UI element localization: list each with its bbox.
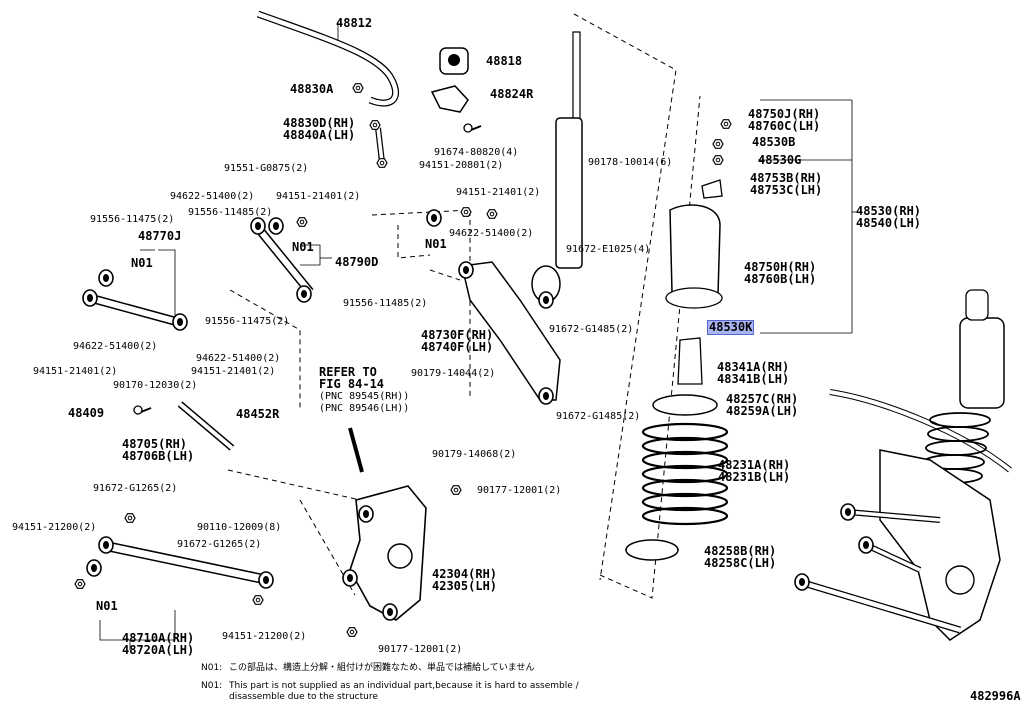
part-label-48705[interactable]: 48705(RH) — [122, 437, 188, 451]
part-label-91672e[interactable]: 91672-G1265(2) — [177, 539, 262, 550]
part-label-48812[interactable]: 48812 — [336, 16, 373, 30]
note-en-text-line1: This part is not supplied as an individu… — [229, 681, 579, 691]
part-label-48830d[interactable]: 48830D(RH) — [283, 116, 356, 130]
part-label-90178[interactable]: 90178-10014(6) — [588, 157, 673, 168]
part-label-pnc1[interactable]: (PNC 89545(RH)) — [319, 391, 410, 402]
part-label-91556b[interactable]: 91556-11485(2) — [188, 207, 273, 218]
part-label-48840a[interactable]: 48840A(LH) — [283, 128, 356, 142]
part-label-48257c[interactable]: 48257C(RH) — [726, 392, 799, 406]
part-label-94622d[interactable]: 94622-51400(2) — [196, 353, 281, 364]
part-label-refer1[interactable]: REFER TO — [319, 365, 377, 379]
part-label-91672a[interactable]: 91672-E1025(4) — [566, 244, 651, 255]
part-label-94151e[interactable]: 94151-21401(2) — [191, 366, 276, 377]
part-label-refer2[interactable]: FIG 84-14 — [319, 377, 385, 391]
part-label-94151d[interactable]: 94151-21401(2) — [33, 366, 118, 377]
part-label-48341a[interactable]: 48341A(RH) — [717, 360, 790, 374]
part-label-48231b[interactable]: 48231B(LH) — [718, 470, 791, 484]
part-label-91672c[interactable]: 91672-G1485(2) — [556, 411, 641, 422]
part-label-48258b[interactable]: 48258B(RH) — [704, 544, 777, 558]
part-label-91556a[interactable]: 91556-11475(2) — [90, 214, 175, 225]
part-label-90177a[interactable]: 90177-12001(2) — [477, 485, 562, 496]
part-label-48530k[interactable]: 48530K — [706, 320, 755, 335]
part-label-91556c[interactable]: 91556-11485(2) — [343, 298, 428, 309]
part-label-91674[interactable]: 91674-80820(4) — [434, 147, 519, 158]
part-label-91551[interactable]: 91551-G0875(2) — [224, 163, 309, 174]
part-label-n01b[interactable]: N01 — [292, 240, 314, 254]
part-label-48530[interactable]: 48530(RH) — [856, 204, 922, 218]
part-label-n01a[interactable]: N01 — [425, 237, 447, 251]
part-label-pnc2[interactable]: (PNC 89546(LH)) — [319, 403, 410, 414]
part-label-48259a[interactable]: 48259A(LH) — [726, 404, 799, 418]
part-label-48258c[interactable]: 48258C(LH) — [704, 556, 777, 570]
part-label-48720a[interactable]: 48720A(LH) — [122, 643, 195, 657]
part-label-90170[interactable]: 90170-12030(2) — [113, 380, 198, 391]
part-label-91556d[interactable]: 91556-11475(2) — [205, 316, 290, 327]
part-label-48760b[interactable]: 48760B(LH) — [744, 272, 817, 286]
part-label-48750j[interactable]: 48750J(RH) — [748, 107, 821, 121]
part-label-94151a[interactable]: 94151-20801(2) — [419, 160, 504, 171]
part-label-94622a[interactable]: 94622-51400(2) — [170, 191, 255, 202]
part-label-48753c[interactable]: 48753C(LH) — [750, 183, 823, 197]
part-label-94622c[interactable]: 94622-51400(2) — [73, 341, 158, 352]
part-label-48730f[interactable]: 48730F(RH) — [421, 328, 494, 342]
part-label-48710a[interactable]: 48710A(RH) — [122, 631, 195, 645]
part-label-48824r[interactable]: 48824R — [490, 87, 534, 101]
part-label-48830a[interactable]: 48830A — [290, 82, 334, 96]
part-label-48770j[interactable]: 48770J — [138, 229, 182, 243]
part-label-n01d[interactable]: N01 — [96, 599, 118, 613]
part-label-94151b[interactable]: 94151-21401(2) — [276, 191, 361, 202]
note-en-code: N01: — [201, 681, 223, 691]
part-label-94151f[interactable]: 94151-21200(2) — [12, 522, 97, 533]
part-label-90179b[interactable]: 90179-14068(2) — [432, 449, 517, 460]
part-label-n01c[interactable]: N01 — [131, 256, 153, 270]
part-label-48530g[interactable]: 48530G — [758, 153, 802, 167]
part-label-48818[interactable]: 48818 — [486, 54, 523, 68]
part-label-48750h[interactable]: 48750H(RH) — [744, 260, 817, 274]
part-label-94151g[interactable]: 94151-21200(2) — [222, 631, 307, 642]
part-label-48706b[interactable]: 48706B(LH) — [122, 449, 195, 463]
note-jp-text: この部品は、構造上分解・組付けが困難なため、単品では補給していません — [229, 663, 535, 673]
part-label-90110[interactable]: 90110-12009(8) — [197, 522, 282, 533]
part-label-48341b[interactable]: 48341B(LH) — [717, 372, 790, 386]
part-label-42304[interactable]: 42304(RH) — [432, 567, 498, 581]
part-label-90179a[interactable]: 90179-14044(2) — [411, 368, 496, 379]
part-label-48540[interactable]: 48540(LH) — [856, 216, 922, 230]
part-label-48753b[interactable]: 48753B(RH) — [750, 171, 823, 185]
part-label-91672b[interactable]: 91672-G1485(2) — [549, 324, 634, 335]
part-label-90177b[interactable]: 90177-12001(2) — [378, 644, 463, 655]
part-label-48530b[interactable]: 48530B — [752, 135, 796, 149]
part-label-48231a[interactable]: 48231A(RH) — [718, 458, 791, 472]
part-label-94151c[interactable]: 94151-21401(2) — [456, 187, 541, 198]
part-label-fig[interactable]: 482996A — [970, 689, 1021, 703]
part-label-48409[interactable]: 48409 — [68, 406, 105, 420]
part-label-94622b[interactable]: 94622-51400(2) — [449, 228, 534, 239]
part-label-48740f[interactable]: 48740F(LH) — [421, 340, 494, 354]
part-label-91672d[interactable]: 91672-G1265(2) — [93, 483, 178, 494]
note-jp-code: N01: — [201, 663, 223, 673]
part-label-48452r[interactable]: 48452R — [236, 407, 280, 421]
part-label-48790d[interactable]: 48790D — [335, 255, 379, 269]
note-en-text-line2: disassemble due to the structure — [229, 692, 378, 702]
part-label-48760c[interactable]: 48760C(LH) — [748, 119, 821, 133]
part-label-42305[interactable]: 42305(LH) — [432, 579, 498, 593]
